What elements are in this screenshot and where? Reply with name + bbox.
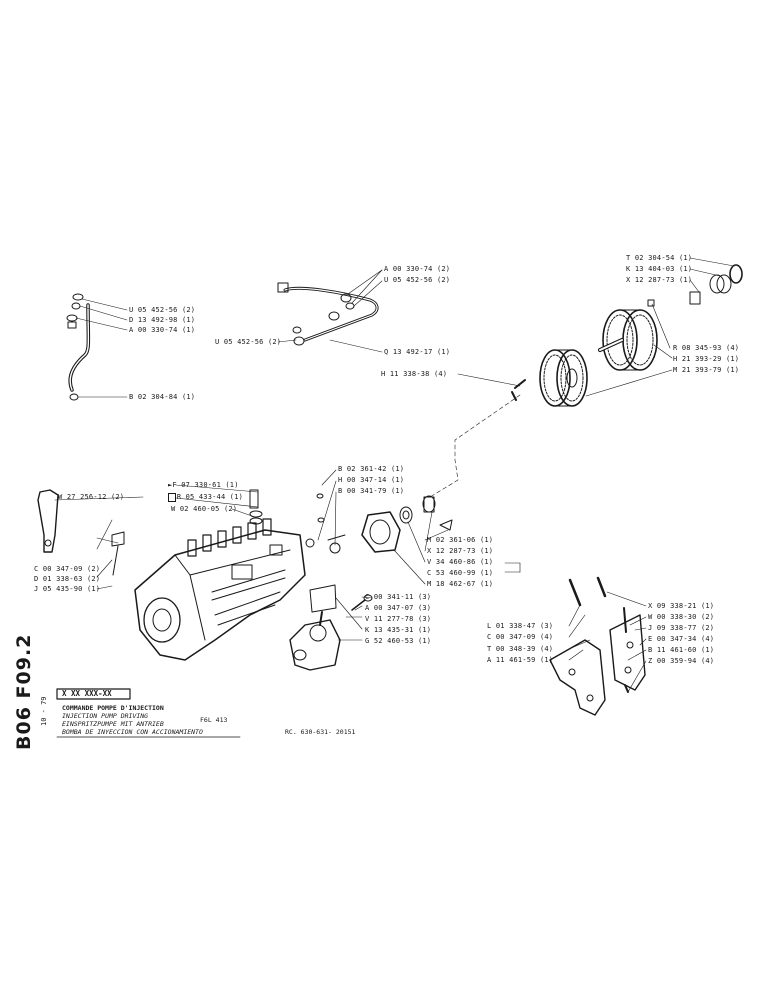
callout-label: X 12 287-73 (1) — [626, 276, 693, 284]
callout-label: W 00 338-30 (2) — [648, 613, 715, 621]
callout-label: R 05 433-44 (1) — [168, 493, 243, 502]
callout-text: F 07 330-61 (1) — [172, 481, 239, 489]
drive-housing-leaders — [335, 596, 373, 641]
callout-label: J 05 435-90 (1) — [34, 585, 101, 593]
callout-label: J 09 338-77 (2) — [648, 624, 715, 632]
engine-model: F6L 413 — [200, 716, 228, 724]
drive-flange — [316, 493, 453, 553]
callout-label: V 11 277-78 (3) — [365, 615, 432, 623]
callout-label: M 02 361-06 (1) — [427, 536, 494, 544]
sheet-date: 10 - 79 — [40, 696, 48, 726]
callout-label: M 18 462-67 (1) — [427, 580, 494, 588]
pump-bracket — [37, 489, 125, 576]
callout-label: Q 13 492-17 (1) — [384, 348, 451, 356]
left-injection-pipe — [66, 293, 91, 401]
timing-gears — [511, 264, 743, 407]
callout-label: A 00 330-74 (2) — [384, 265, 451, 273]
callout-label: D 13 492-98 (1) — [129, 316, 196, 324]
callout-label: L 01 338-47 (3) — [487, 622, 554, 630]
callout-label: C 53 460-99 (1) — [427, 569, 494, 577]
drive-flange-leaders — [393, 511, 521, 585]
callout-label: K 13 404-03 (1) — [626, 265, 693, 273]
gear-leaders — [429, 257, 735, 498]
boxed-marker — [168, 493, 176, 502]
callout-label: X 12 287-73 (1) — [427, 547, 494, 555]
top-injection-pipe — [277, 282, 379, 346]
title-spanish: BOMBA DE INYECCION CON ACCIONAMIENTO — [62, 728, 203, 736]
title-french: COMMANDE POMPE D'INJECTION — [62, 704, 164, 712]
left-pipe-leaders — [75, 298, 128, 398]
callout-label: U 05 452-56 (2) — [215, 338, 282, 346]
callout-label: Z 00 359-94 (4) — [648, 657, 715, 665]
title-block-frame — [56, 688, 241, 738]
callout-label: T 02 304-54 (1) — [626, 254, 693, 262]
callout-label: R 08 345-93 (4) — [673, 344, 740, 352]
callout-label: H 11 338-38 (4) — [381, 370, 448, 378]
callout-label: C 00 347-09 (2) — [34, 565, 101, 573]
callout-label: H 21 393-29 (1) — [673, 355, 740, 363]
callout-label: V 34 460-86 (1) — [427, 558, 494, 566]
callout-label: A 11 461-59 (1) — [487, 656, 554, 664]
drawing-reference: RC. 630-631- 20151 — [285, 728, 356, 736]
callout-label: C 00 341-11 (3) — [365, 593, 432, 601]
callout-label: K 13 435-31 (1) — [365, 626, 432, 634]
callout-label: C 00 347-09 (4) — [487, 633, 554, 641]
callout-label: U 05 452-56 (2) — [384, 276, 451, 284]
callout-label: A 00 347-07 (3) — [365, 604, 432, 612]
callout-label: B 11 461-60 (1) — [648, 646, 715, 654]
callout-label: D 01 338-63 (2) — [34, 575, 101, 583]
pump-leaders — [54, 469, 337, 590]
title-part-code: X XX XXX-XX — [62, 689, 112, 698]
callout-label: B 00 341-79 (1) — [338, 487, 405, 495]
title-german: EINSPRITZPUMPE MIT ANTRIEB — [62, 720, 164, 728]
callout-label: M 21 393-79 (1) — [673, 366, 740, 374]
top-pipe-leaders — [277, 269, 383, 353]
title-english: INJECTION PUMP DRIVING — [62, 712, 149, 720]
drive-housing — [289, 584, 373, 671]
callout-label: T 00 348-39 (4) — [487, 645, 554, 653]
callout-text: R 05 433-44 (1) — [176, 493, 244, 501]
callout-label: W 02 460-05 (2) — [171, 505, 238, 513]
callout-label: B 02 361-42 (1) — [338, 465, 405, 473]
callout-label: U 05 452-56 (2) — [129, 306, 196, 314]
injection-pump — [134, 489, 341, 661]
callout-label: X 09 338-21 (1) — [648, 602, 715, 610]
support-leaders — [568, 591, 647, 693]
callout-label: A 00 330-74 (1) — [129, 326, 196, 334]
callout-label: ►F 07 330-61 (1) — [168, 481, 239, 489]
callout-label: B 02 304-84 (1) — [129, 393, 196, 401]
callout-label: E 00 347-34 (4) — [648, 635, 715, 643]
support-brackets — [549, 576, 646, 716]
callout-label: H 00 347-14 (1) — [338, 476, 405, 484]
sheet-code: B06 F09.2 — [13, 633, 35, 750]
callout-label: G 52 460-53 (1) — [365, 637, 432, 645]
callout-label: W 27 256-12 (2) — [58, 493, 125, 501]
